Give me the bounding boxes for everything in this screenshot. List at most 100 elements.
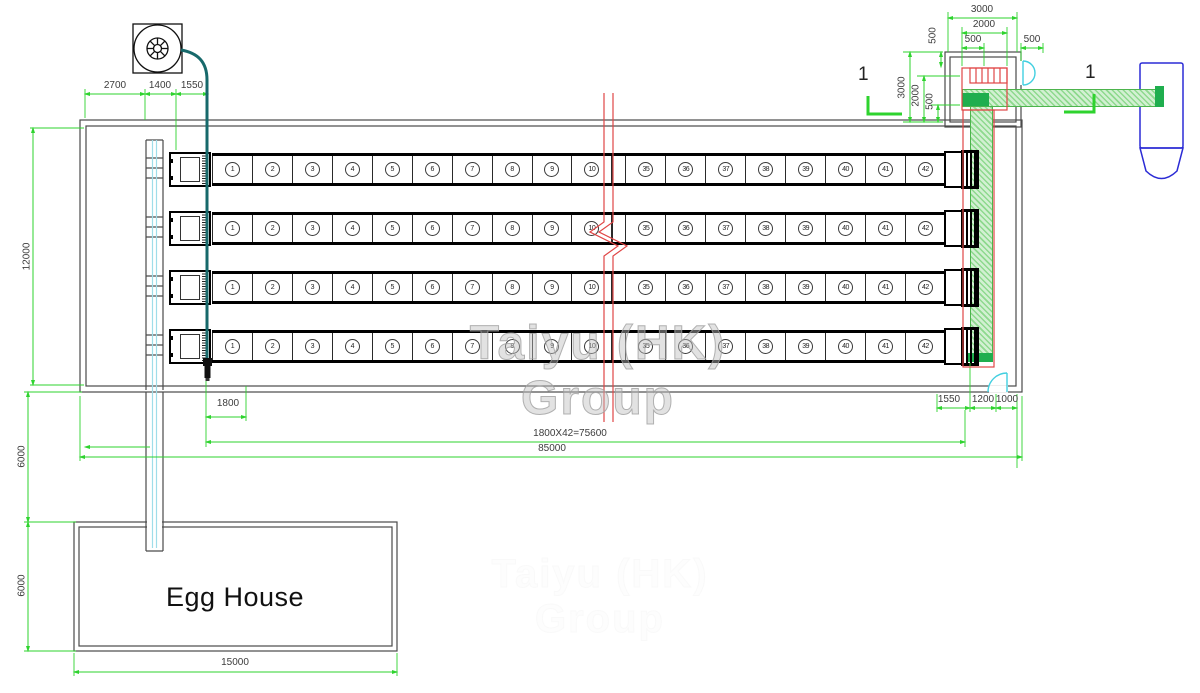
drive-plate — [970, 212, 972, 245]
cage-number: 41 — [877, 280, 893, 295]
cage-cell: 4 — [333, 333, 373, 360]
cage-number: 35 — [638, 280, 654, 295]
dim-75600: 1800X42=75600 — [533, 428, 607, 439]
head-inner-box — [180, 334, 200, 359]
cage-cell: 8 — [493, 215, 533, 242]
dim-1800: 1800 — [216, 398, 240, 409]
head-mount — [169, 176, 173, 180]
break-lines — [588, 93, 629, 422]
cage-number: 10 — [584, 280, 600, 295]
dimension-lines — [25, 15, 1045, 675]
cage-cell: 42 — [906, 215, 946, 242]
head-mount — [169, 353, 173, 357]
drive-plate — [974, 330, 976, 363]
conveyor-end-bottom — [967, 353, 993, 362]
cage-number: 38 — [758, 162, 774, 177]
cage-cell: 4 — [333, 215, 373, 242]
cage-number: 9 — [544, 280, 560, 295]
cage-number: 4 — [344, 162, 360, 177]
dim-3000-v: 3000 — [896, 76, 908, 99]
cage-number: 35 — [638, 162, 654, 177]
cage-number: 39 — [798, 162, 814, 177]
dim-6000-lower: 6000 — [16, 574, 28, 597]
drive-plate — [970, 330, 972, 363]
cage-cell: 7 — [453, 156, 493, 183]
cage-cell: 2 — [253, 215, 293, 242]
cage-cell: 38 — [746, 156, 787, 183]
cage-number: 7 — [464, 280, 480, 295]
head-inner-box — [180, 216, 200, 241]
head-mount — [169, 159, 173, 163]
cage-cell: 41 — [866, 156, 906, 183]
cage-number: 3 — [304, 339, 320, 354]
cage-number: 10 — [584, 339, 600, 354]
cage-number: 36 — [678, 339, 694, 354]
cage-cell: 40 — [826, 215, 866, 242]
cage-number: 8 — [504, 162, 520, 177]
cage-cell: 35 — [626, 333, 667, 360]
cage-number: 41 — [877, 162, 893, 177]
fan-icon — [132, 23, 183, 74]
cage-cell: 40 — [826, 274, 866, 301]
corridor-rungs — [146, 157, 163, 356]
cage-number: 2 — [264, 339, 280, 354]
dim-500-right: 500 — [1023, 34, 1041, 45]
cage-cell: 41 — [866, 215, 906, 242]
dim-2700: 2700 — [103, 80, 127, 91]
cage-cell: 7 — [453, 333, 493, 360]
cage-number: 41 — [877, 339, 893, 354]
cage-number: 2 — [264, 162, 280, 177]
cage-number: 7 — [464, 339, 480, 354]
cage-number: 36 — [678, 280, 694, 295]
section-marker-1-right: 1 — [1085, 62, 1096, 83]
cage-cell: 39 — [786, 274, 827, 301]
cage-number: 38 — [758, 339, 774, 354]
extension-lines — [24, 12, 1044, 676]
dim-1400: 1400 — [148, 80, 172, 91]
cage-number: 8 — [504, 280, 520, 295]
dim-500-v: 500 — [924, 93, 936, 110]
dim-1200: 1200 — [971, 394, 995, 405]
cage-cell: 1 — [212, 333, 253, 360]
cage-cell: 5 — [373, 274, 413, 301]
cage-number: 40 — [838, 221, 854, 236]
dim-6000-upper: 6000 — [16, 445, 28, 468]
cage-number: 5 — [384, 280, 400, 295]
dim-500-room-top: 500 — [927, 27, 939, 44]
section-cut-marks — [866, 94, 1096, 116]
cage-number: 1 — [224, 339, 240, 354]
cage-cell: 37 — [706, 215, 747, 242]
cage-cell: 1 — [212, 215, 253, 242]
cage-cell: 36 — [666, 156, 707, 183]
cage-cell: 8 — [493, 274, 533, 301]
cage-cell: 41 — [866, 333, 906, 360]
cage-number: 37 — [718, 162, 734, 177]
feed-pipe — [180, 48, 212, 381]
cage-cell: 40 — [826, 156, 866, 183]
cage-cell: 36 — [666, 215, 707, 242]
cage-cell: 38 — [746, 274, 787, 301]
cage-number: 8 — [504, 339, 520, 354]
cage-number: 39 — [798, 280, 814, 295]
cage-cell: 9 — [533, 156, 573, 183]
dim-1000: 1000 — [995, 394, 1019, 405]
head-mount — [169, 218, 173, 222]
head-hopper-strip — [202, 273, 206, 302]
dim-1550-top: 1550 — [180, 80, 204, 91]
cage-number: 42 — [917, 221, 933, 236]
cage-cell: 10 — [572, 274, 613, 301]
dim-3000-h: 3000 — [970, 4, 994, 15]
cage-number: 7 — [464, 162, 480, 177]
head-hopper-strip — [202, 332, 206, 361]
cage-cell: 7 — [453, 215, 493, 242]
row-head-unit — [169, 270, 211, 305]
cage-cell: 37 — [706, 156, 747, 183]
door-symbols — [987, 60, 1036, 393]
conveyor-drive-room — [962, 93, 989, 106]
cage-cell: 2 — [253, 274, 293, 301]
cage-number: 38 — [758, 280, 774, 295]
cage-cell: 1 — [212, 274, 253, 301]
cage-number: 6 — [424, 162, 440, 177]
cage-number: 2 — [264, 280, 280, 295]
